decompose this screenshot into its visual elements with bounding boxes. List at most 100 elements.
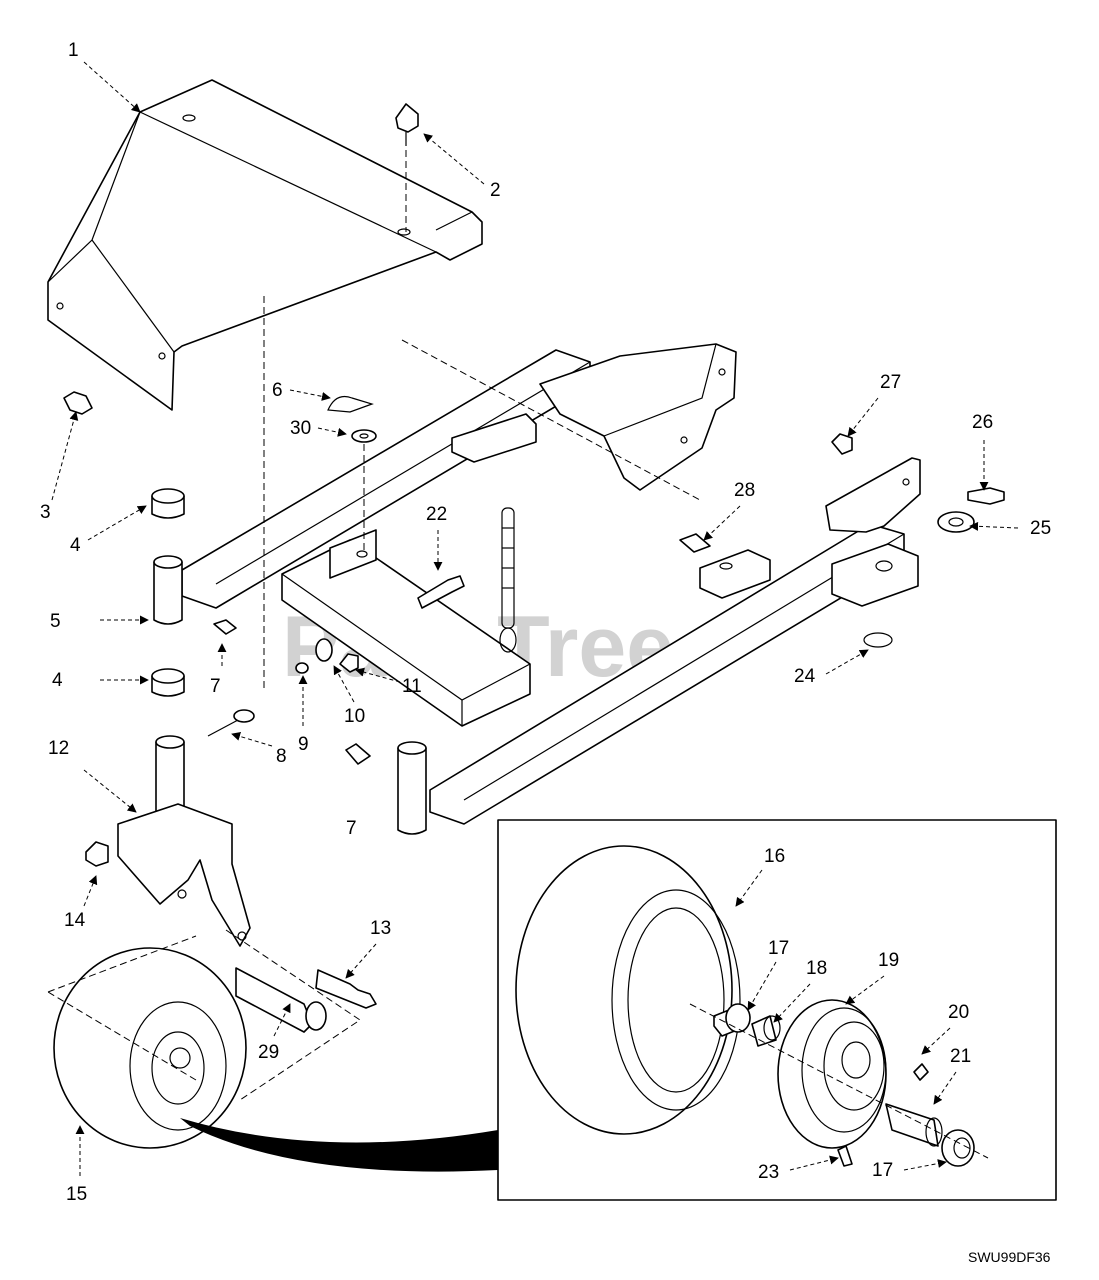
callout-number: 3: [40, 502, 51, 523]
height-chain: [499, 507, 517, 653]
callout-leader: [847, 397, 879, 437]
deflector-shield: [47, 79, 483, 411]
callout-leader: [423, 133, 485, 185]
callout-c26: 26: [972, 412, 993, 491]
eye-pin: [207, 709, 255, 737]
callout-leader: [747, 961, 777, 1011]
square-nut: [679, 533, 711, 553]
callout-number: 29: [258, 1042, 279, 1063]
carriage-bolt: [417, 575, 465, 609]
hairpin-clip: [327, 395, 374, 413]
flat-washer-top: [351, 429, 377, 443]
callout-number: 10: [344, 706, 365, 727]
lock-washer: [295, 662, 309, 674]
callout-number: 14: [64, 910, 86, 931]
inset-axle-tube: [885, 1103, 943, 1147]
callout-number: 17: [768, 938, 789, 959]
callout-leader: [735, 869, 763, 907]
callout-c4b: 4: [52, 670, 149, 691]
callout-c11: 11: [355, 667, 422, 697]
callout-c9: 9: [298, 675, 309, 755]
axle-bolt: [315, 969, 377, 1009]
callout-c17a: 17: [747, 938, 789, 1011]
callout-c4a: 4: [70, 505, 147, 556]
callout-number: 8: [276, 746, 287, 767]
callout-number: 23: [758, 1162, 779, 1183]
inset-bushing-left: [713, 1003, 751, 1037]
callout-number: 28: [734, 480, 755, 501]
callout-number: 27: [880, 372, 901, 393]
callout-number: 21: [950, 1046, 971, 1067]
callout-c2: 2: [423, 133, 501, 201]
callout-leader: [51, 411, 79, 501]
callout-c25: 25: [969, 518, 1051, 539]
callout-c15: 15: [66, 1125, 87, 1205]
callout-leader: [845, 975, 885, 1005]
drawing-code: SWU99DF36: [968, 1249, 1051, 1265]
callout-c29: 29: [258, 1003, 291, 1063]
callout-leader: [789, 1155, 839, 1171]
front-caster-wheel: [53, 947, 247, 1149]
callout-number: 20: [948, 1002, 969, 1023]
callout-number: 15: [66, 1184, 87, 1205]
callout-number: 11: [402, 676, 422, 697]
callout-number: 4: [70, 535, 81, 556]
flange-bushing-right: [937, 511, 975, 533]
nut-left: [85, 841, 109, 867]
hex-nut-right: [831, 433, 853, 455]
callout-leader: [773, 983, 811, 1023]
callout-number: 18: [806, 958, 827, 979]
callout-c22: 22: [426, 504, 447, 571]
deck-frame: [153, 343, 921, 835]
callout-c14: 14: [64, 875, 98, 931]
flange-bushing-upper: [151, 488, 185, 519]
callout-number: 9: [298, 734, 309, 755]
callout-c30: 30: [290, 418, 347, 439]
callout-number: 2: [490, 180, 501, 201]
flat-washer: [315, 638, 333, 662]
callout-number: 1: [68, 40, 79, 61]
callout-leader: [825, 649, 869, 675]
callout-leader: [921, 1027, 951, 1055]
callout-number: 12: [48, 738, 69, 759]
callout-c20: 20: [921, 1002, 969, 1055]
callout-c16: 16: [735, 846, 785, 907]
callout-number: 7: [210, 676, 221, 697]
callout-leader: [273, 1003, 291, 1037]
grease-fitting-left: [213, 619, 237, 635]
callout-c21: 21: [933, 1046, 971, 1105]
callout-leader: [83, 769, 137, 813]
callout-c5: 5: [50, 611, 149, 632]
callout-number: 19: [878, 950, 899, 971]
callout-leader: [83, 875, 98, 907]
callout-number: 30: [290, 418, 311, 439]
callout-c10: 10: [333, 665, 365, 727]
callout-c7a: 7: [210, 643, 227, 697]
callout-c12: 12: [48, 738, 137, 813]
grease-fitting-right: [345, 743, 371, 765]
callout-leader: [83, 61, 141, 113]
inset-grease-fitting-bottom: [837, 1145, 853, 1167]
callout-number: 7: [346, 818, 357, 839]
callout-number: 5: [50, 611, 61, 632]
callout-c6: 6: [272, 380, 331, 401]
callout-number: 4: [52, 670, 63, 691]
wheel-detail-inset: [180, 819, 1057, 1201]
callout-leader: [87, 505, 147, 541]
retaining-ring: [863, 632, 893, 648]
callout-leader: [289, 389, 331, 401]
callout-number: 17: [872, 1160, 893, 1181]
callout-number: 22: [426, 504, 447, 525]
callout-c24: 24: [794, 649, 869, 687]
callout-c19: 19: [845, 950, 899, 1005]
inset-spacer: [751, 1015, 781, 1047]
callout-c27: 27: [847, 372, 901, 437]
knob-bolt: [395, 103, 419, 146]
callout-number: 25: [1030, 518, 1051, 539]
callout-c7b: 7: [346, 818, 357, 839]
spacer-tube: [235, 967, 327, 1033]
callout-leader: [355, 667, 401, 683]
callout-number: 6: [272, 380, 283, 401]
